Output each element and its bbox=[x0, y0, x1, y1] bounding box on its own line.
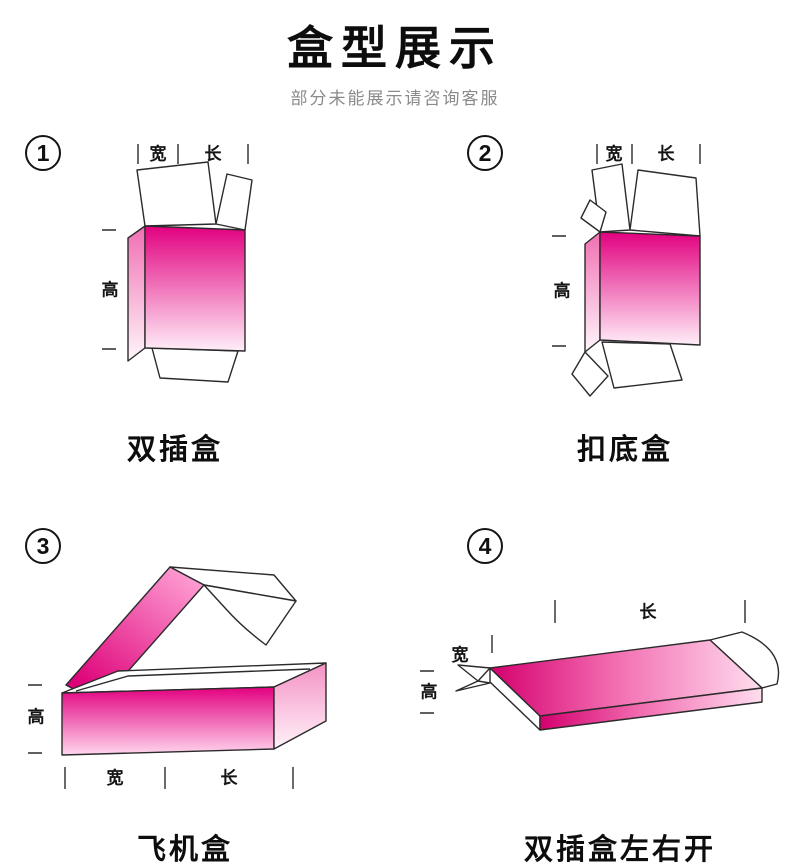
item-number-badge-2: 2 bbox=[467, 135, 503, 171]
box4-caption: 双插盒左右开 bbox=[523, 834, 716, 864]
page-subtitle: 部分未能展示请咨询客服 bbox=[290, 89, 500, 108]
item-number-badge-1: 1 bbox=[25, 135, 61, 171]
box3-height-label: 高 bbox=[27, 707, 45, 727]
box4-height-label: 高 bbox=[420, 682, 438, 702]
box2-caption: 扣底盒 bbox=[576, 434, 673, 466]
figure-box-3: 高 宽 长 bbox=[28, 545, 358, 850]
box-illustration-side-tuck bbox=[420, 600, 780, 731]
box4-width-label: 宽 bbox=[451, 645, 469, 665]
figure-box-4: 长 宽 高 bbox=[420, 595, 790, 785]
figure-box-1: 宽 长 高 bbox=[100, 136, 330, 436]
box1-width-label: 宽 bbox=[149, 144, 167, 164]
box4-length-label: 长 bbox=[639, 602, 657, 622]
item-number-4: 4 bbox=[478, 532, 492, 559]
box1-caption: 双插盒 bbox=[126, 434, 223, 466]
box3-width-label: 宽 bbox=[106, 768, 124, 788]
page-title: 盒型展示 bbox=[287, 22, 503, 74]
item-number-2: 2 bbox=[478, 139, 492, 166]
diagram-section-4: 4 bbox=[420, 510, 790, 864]
box-illustration-double-tuck bbox=[102, 144, 253, 383]
box2-length-label: 长 bbox=[657, 144, 675, 164]
item-number-1: 1 bbox=[36, 139, 50, 166]
figure-box-2: 宽 长 高 bbox=[550, 136, 780, 436]
box3-caption: 飞机盒 bbox=[136, 834, 233, 864]
box-illustration-snap-bottom bbox=[552, 144, 701, 397]
box2-height-label: 高 bbox=[553, 281, 571, 301]
diagram-section-1: 1 bbox=[0, 120, 395, 470]
diagram-section-3: 3 bbox=[0, 510, 395, 864]
box-illustration-mailer bbox=[28, 566, 327, 789]
box1-height-label: 高 bbox=[101, 280, 119, 300]
item-number-badge-4: 4 bbox=[467, 528, 503, 564]
diagram-section-2: 2 bbox=[440, 120, 790, 470]
box2-width-label: 宽 bbox=[605, 144, 623, 164]
item-number-3: 3 bbox=[36, 532, 50, 559]
item-number-badge-3: 3 bbox=[25, 528, 61, 564]
box3-length-label: 长 bbox=[220, 768, 238, 788]
box1-length-label: 长 bbox=[204, 144, 222, 164]
